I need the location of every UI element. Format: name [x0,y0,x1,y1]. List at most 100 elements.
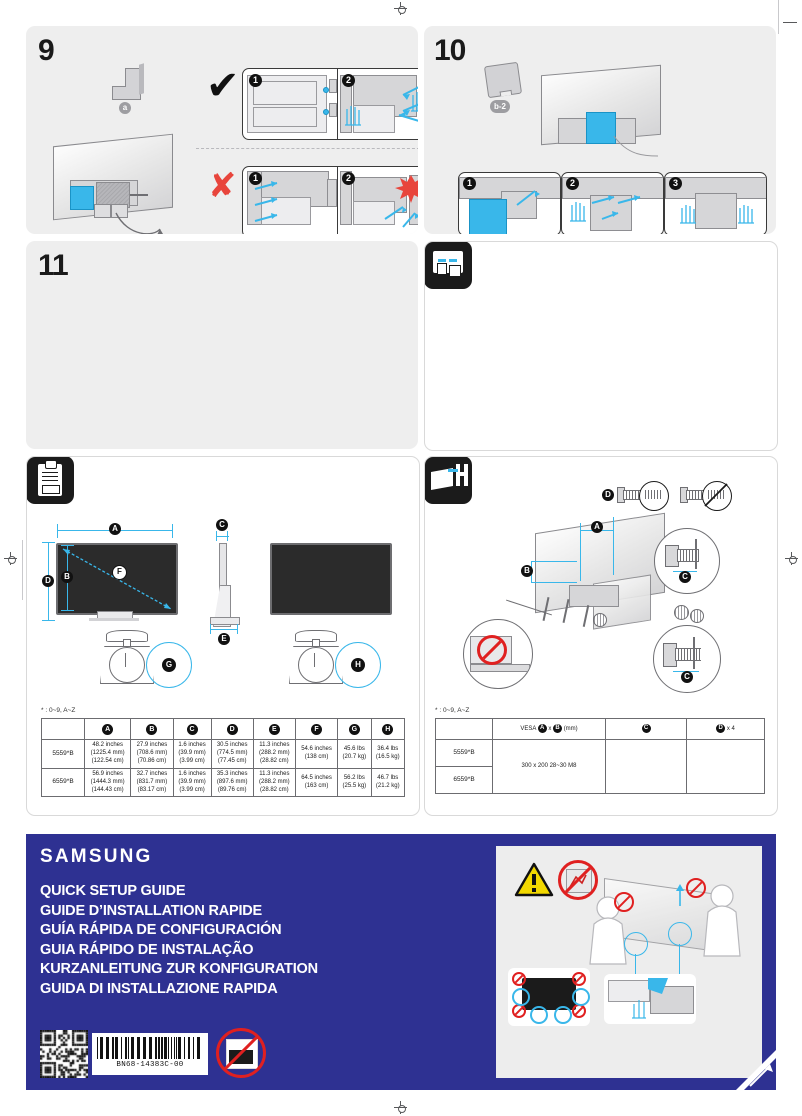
step-10-substep-2: 2 [561,172,664,234]
callout-B: B [61,571,73,583]
spec-value-D: 35.3 inches(897.6 mm)(89.76 cm) [210,767,254,798]
callout-H: H [351,658,365,672]
spec-col-D: D [210,718,254,740]
spec-model: 6559*B [41,767,85,798]
guide-line [613,135,659,157]
cable-curve-icon [115,212,163,234]
impact-burst-icon [395,175,418,203]
substep-number: 1 [249,74,262,87]
warning-triangle-icon [514,862,554,897]
no-screen-press-sign [216,1028,266,1078]
grip-points-diagram [508,968,590,1026]
callout-C: C [186,723,198,735]
samsung-logo: SAMSUNG [40,846,153,867]
barcode-bar [197,1037,200,1059]
callout-G: G [348,723,360,735]
callout-E: E [268,723,280,735]
barcode-bar [184,1037,185,1059]
tv-secondary-view [270,543,392,615]
callout-D: D [716,724,726,733]
spec-value-B: 27.9 inches(708.6 mm)(70.86 cm) [130,739,174,769]
hand-icon [738,205,754,224]
dimensions-panel: A B D F C [26,456,420,816]
step-9-panel: 9 a ✔ [26,26,418,234]
registration-mark-right [785,552,798,565]
spec-value-F: 54.6 inches(138 cm) [294,739,339,769]
barcode-bar [143,1037,146,1059]
registration-mark-bottom [394,1101,407,1114]
vesa-unit: (mm) [563,726,578,733]
callout-A: A [102,723,114,735]
hand-icon [632,1000,646,1019]
vesa-d-value [686,739,765,794]
barcode-bar [106,1037,109,1059]
push-arrows-icon [398,86,418,122]
wallmount-panel: D A B [424,456,778,816]
vesa-d-qty: x 4 [726,726,735,733]
callout-E: E [218,633,230,645]
spec-value-E: 11.3 inches(288.2 mm)(28.82 cm) [252,767,296,798]
barcode-bar [149,1037,152,1059]
vesa-table-header-row: VESA A x B (mm) C D x 4 [435,718,765,740]
spec-col-B: B [130,718,174,740]
barcode-bar [121,1037,122,1059]
remove-cover-icon-badge [425,242,472,289]
callout-C: C [681,671,693,683]
vesa-value: 300 x 200 28~30 M8 [492,739,606,794]
substep-number: 2 [342,74,355,87]
prohibited-icon [704,483,728,507]
vesa-col-blank [435,718,493,740]
push-arrows-icon [591,195,641,220]
spec-col-A: A [83,718,132,740]
callout-A: A [591,521,603,533]
vesa-table-row: 5559*B 300 x 200 28~30 M8 [435,739,765,794]
clipboard-icon-badge [27,457,74,504]
part-b2-label: b-2 [490,100,510,113]
part-b2-illustration [483,61,523,99]
no-gap-icon [477,635,507,665]
barcode-bar [178,1037,181,1059]
vesa-col-vesa: VESA A x B (mm) [492,718,606,740]
callout-B: B [146,723,158,735]
step-9-ok-subshots: 1 2 [242,68,418,140]
substep-number: 3 [669,177,682,190]
vesa-table-row: 6559*B [435,766,765,794]
step-11-panel: 11 [26,241,418,449]
spec-value-B: 32.7 inches(831.7 mm)(83.17 cm) [130,767,174,798]
barcode-bar [131,1037,134,1059]
step-10-panel: 10 b-2 1 [424,26,776,234]
barcode-bar [128,1037,129,1059]
step-10-substep-1: 1 [458,172,561,234]
substep-number: 2 [566,177,579,190]
guide-title: GUIA RÁPIDO DE INSTALAÇÃO [40,941,254,958]
spec-value-H: 46.7 lbs(21.2 kg) [370,767,406,798]
push-arrows-icon [402,212,418,228]
substep-number: 2 [342,172,355,185]
barcode-bar [125,1037,127,1059]
step-9-ng-subshots: 1 2 [242,166,418,234]
spec-model: 5559*B [41,739,85,769]
part-a-label: a [119,102,131,114]
spec-table-note: * : 0~9, A~Z [41,707,76,714]
step-11-number: 11 [38,249,69,282]
spec-value-E: 11.3 inches(288.2 mm)(28.82 cm) [252,739,296,769]
guide-titles: QUICK SETUP GUIDE GUIDE D’INSTALLATION R… [40,882,318,1000]
barcode-bar [161,1037,163,1059]
barcode-bar [137,1037,140,1059]
guide-title: GUÍA RÁPIDA DE CONFIGURACIÓN [40,922,282,939]
grip-detail-diagram [604,974,696,1024]
vesa-c-value [605,739,687,794]
vesa-label: VESA [520,726,536,733]
trim-mark-right [783,22,797,23]
callout-H: H [382,723,394,735]
callout-A: A [109,523,121,535]
barcode-bar [155,1037,157,1059]
spec-value-H: 36.4 lbs(16.5 kg) [370,739,406,769]
callout-C: C [216,519,228,531]
page-corner-fold [736,1050,776,1090]
callout-D: D [42,575,54,587]
callout-B: B [521,565,533,577]
spec-value-D: 30.5 inches(774.5 mm)(77.45 cm) [210,739,254,769]
